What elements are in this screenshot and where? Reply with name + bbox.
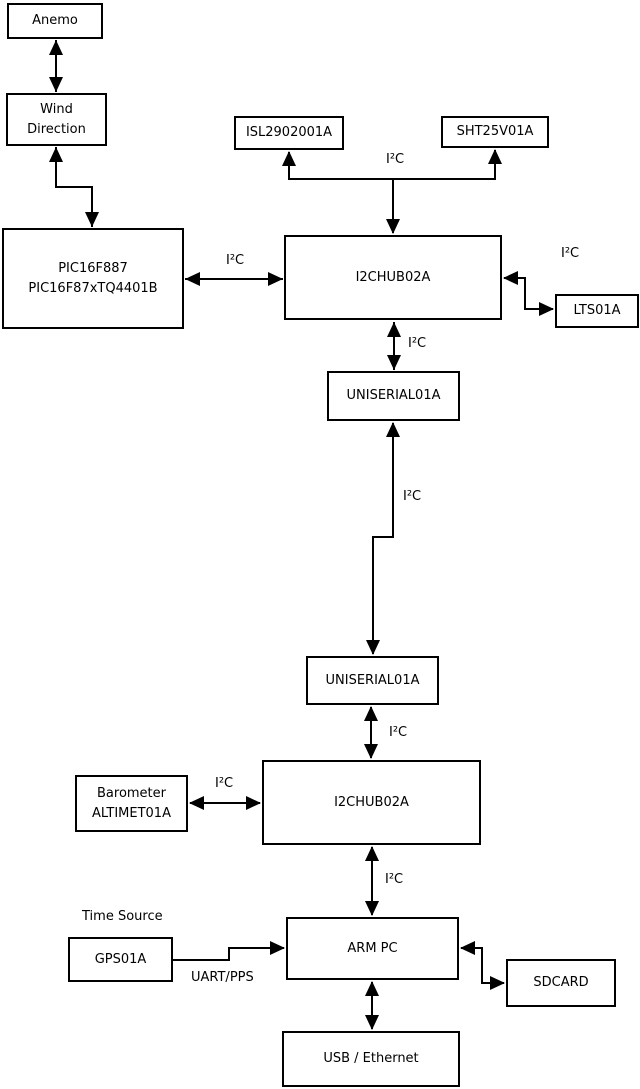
node-anemo: Anemo bbox=[7, 3, 103, 39]
edge-barometer-i2chub-bottom bbox=[189, 796, 261, 810]
edge-i2chub-top-uniserial-upper bbox=[387, 322, 401, 370]
edge-gps-armpc bbox=[173, 941, 285, 961]
node-pic16f887: PIC16F887 PIC16F87xTQ4401B bbox=[2, 228, 184, 329]
time-source-label: Time Source bbox=[82, 909, 163, 924]
uart-pps-label: UART/PPS bbox=[191, 970, 254, 985]
i2c-label-uniserial-hub2: I²C bbox=[389, 725, 408, 740]
edge-anemo-wind bbox=[49, 40, 63, 92]
node-usb-ethernet: USB / Ethernet bbox=[282, 1031, 460, 1087]
node-sdcard: SDCARD bbox=[506, 959, 616, 1007]
node-arm-pc: ARM PC bbox=[286, 917, 459, 980]
edge-armpc-usb bbox=[365, 981, 379, 1030]
edge-armpc-sdcard bbox=[460, 941, 505, 990]
node-uniserial01a-lower: UNISERIAL01A bbox=[306, 656, 439, 705]
i2c-label-hub2-armpc: I²C bbox=[385, 872, 404, 887]
node-i2chub02a-top: I2CHUB02A bbox=[284, 235, 502, 320]
node-sht25v01a: SHT25V01A bbox=[441, 116, 549, 148]
edge-i2chub-top-lts bbox=[503, 271, 554, 316]
i2c-label-uniserial-link: I²C bbox=[403, 489, 422, 504]
i2c-label-barometer: I²C bbox=[215, 776, 234, 791]
node-uniserial01a-upper: UNISERIAL01A bbox=[327, 371, 460, 421]
i2c-label-lts: I²C bbox=[561, 246, 580, 261]
edge-i2chub-top-sensors bbox=[282, 149, 502, 234]
node-gps01a: GPS01A bbox=[68, 937, 173, 982]
i2c-label-sensors: I²C bbox=[386, 152, 405, 167]
node-i2chub02a-bottom: I2CHUB02A bbox=[262, 760, 481, 845]
edge-wind-pic bbox=[49, 147, 99, 227]
edge-uniserial-lower-i2chub-bottom bbox=[364, 706, 378, 759]
node-isl2902001a: ISL2902001A bbox=[234, 116, 344, 150]
i2c-label-hub-uniserial: I²C bbox=[408, 336, 427, 351]
node-wind-direction: Wind Direction bbox=[6, 93, 107, 146]
node-lts01a: LTS01A bbox=[555, 294, 639, 328]
edge-i2chub-bottom-armpc bbox=[365, 846, 379, 916]
edge-pic-i2chub-top bbox=[185, 272, 283, 286]
node-barometer-altimet01a: Barometer ALTIMET01A bbox=[75, 775, 188, 832]
i2c-label-pic-hub: I²C bbox=[226, 253, 245, 268]
edge-uniserial-upper-lower bbox=[366, 422, 400, 655]
